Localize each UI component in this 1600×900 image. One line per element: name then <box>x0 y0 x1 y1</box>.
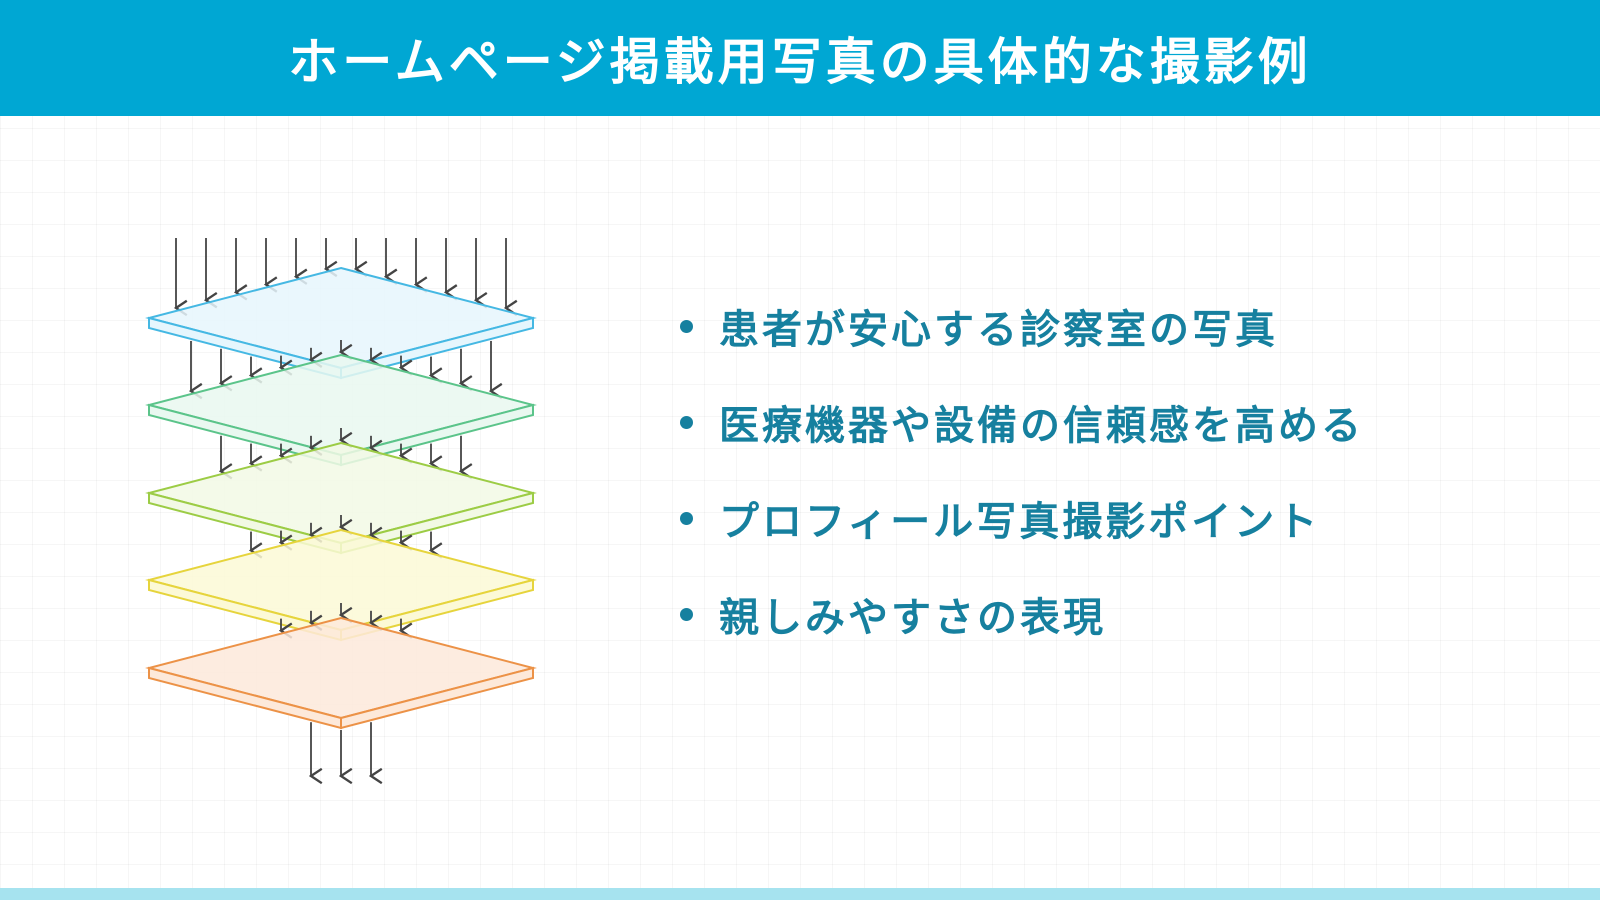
bullet-text: 患者が安心する診察室の写真 <box>719 307 1278 353</box>
bullet-text: 親しみやすさの表現 <box>719 595 1106 641</box>
layer-orange-right-side <box>340 666 534 730</box>
bullet-list: 患者が安心する診察室の写真 医療機器や設備の信頼感を高める プロフィール写真撮影… <box>680 300 1364 672</box>
bullet-text: プロフィール写真撮影ポイント <box>719 499 1321 545</box>
layer-lime-top <box>145 441 537 545</box>
bullet-item: プロフィール写真撮影ポイント <box>680 460 1364 576</box>
bullet-dot-icon <box>680 319 693 333</box>
bullet-dot-icon <box>680 415 693 429</box>
bullet-dot-icon <box>680 511 693 525</box>
footer-bar <box>0 888 1600 900</box>
layered-filter-diagram <box>145 238 537 800</box>
header-bar: ホームページ掲載用写真の具体的な撮影例 <box>0 0 1600 116</box>
bullet-item: 患者が安心する診察室の写真 <box>680 268 1364 384</box>
bullet-dot-icon <box>680 607 693 621</box>
page-title: ホームページ掲載用写真の具体的な撮影例 <box>288 33 1312 91</box>
bullet-item: 親しみやすさの表現 <box>680 556 1364 672</box>
layer-orange-top <box>145 616 537 720</box>
bullet-item: 医療機器や設備の信頼感を高める <box>680 364 1364 480</box>
bullet-text: 医療機器や設備の信頼感を高める <box>719 403 1364 449</box>
